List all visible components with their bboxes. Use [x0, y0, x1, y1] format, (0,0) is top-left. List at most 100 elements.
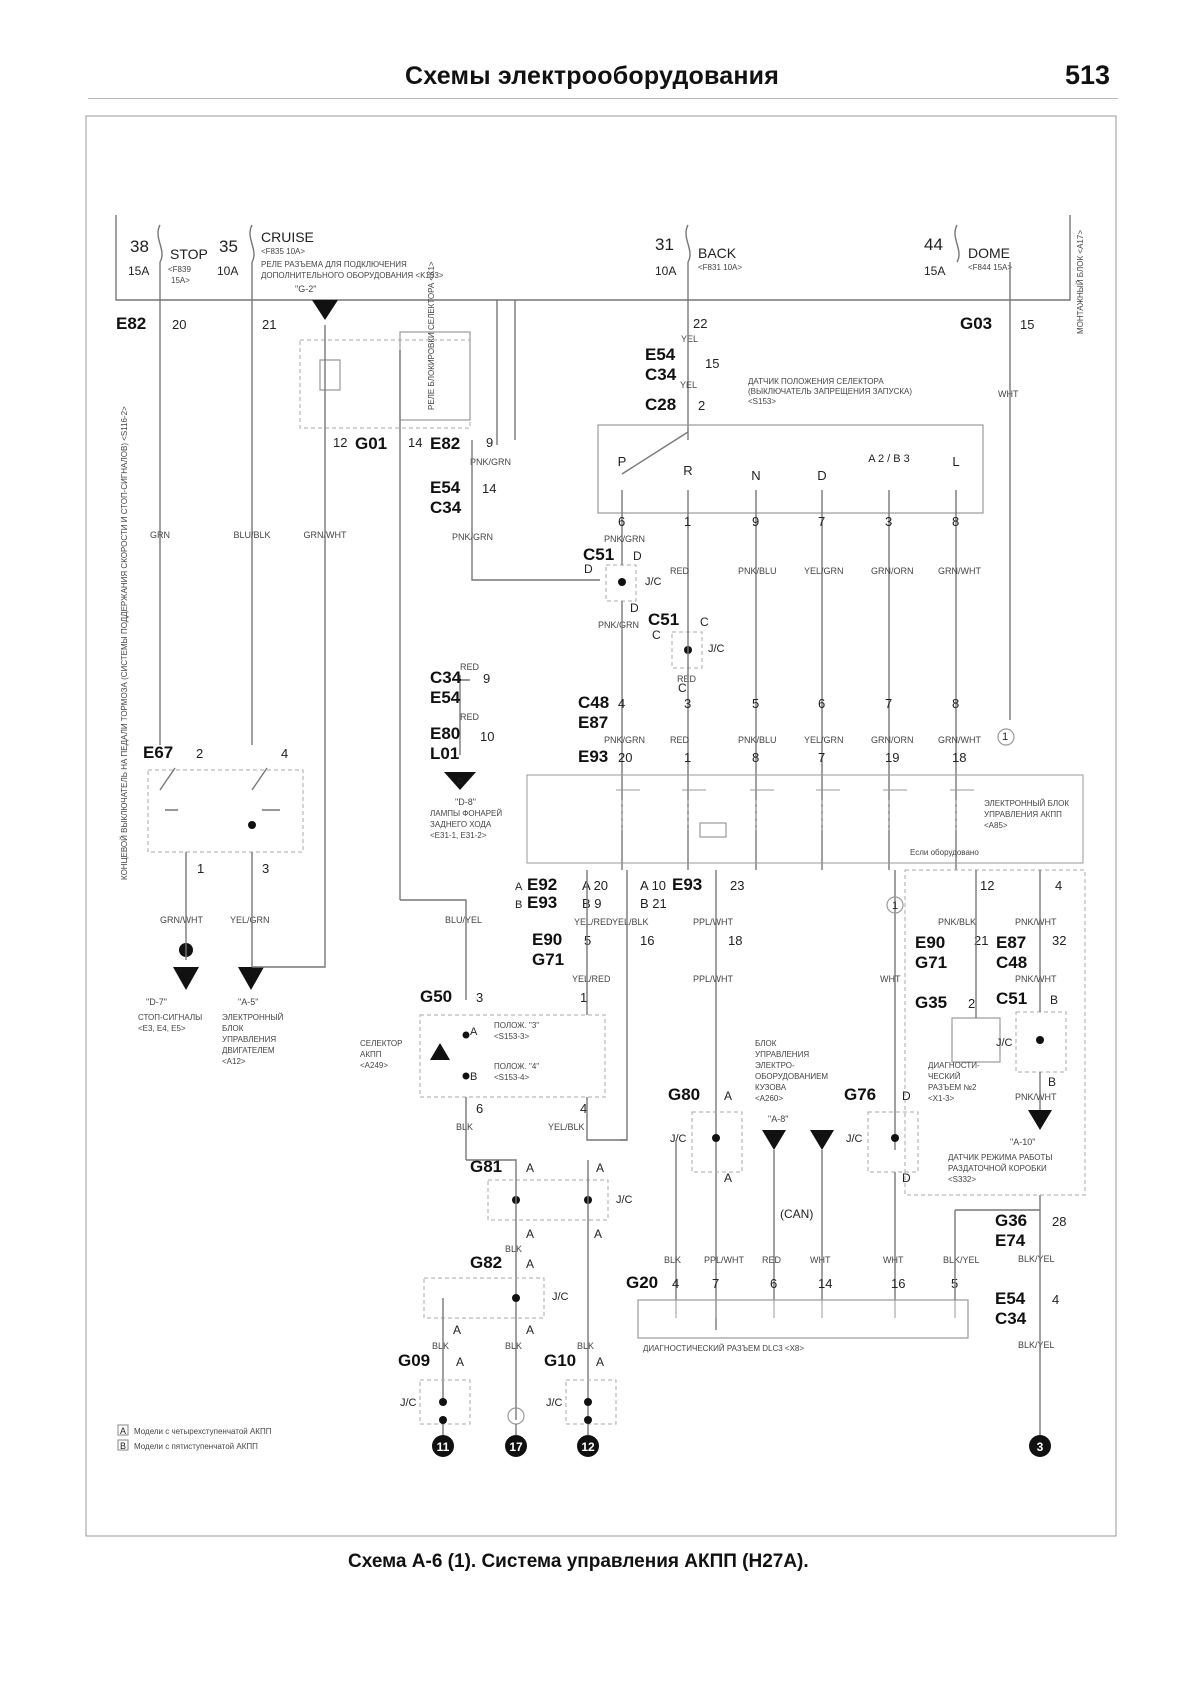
svg-text:E90: E90 — [915, 933, 945, 952]
svg-text:C34: C34 — [995, 1309, 1027, 1328]
e93-pin: 19 — [885, 750, 899, 765]
fuse-ref: <F839 — [168, 265, 191, 274]
e87-wire-color: GRN/WHT — [938, 735, 981, 745]
relay-connector-label-2: ДОПОЛНИТЕЛЬНОГО ОБОРУДОВАНИЯ <K133> — [261, 271, 444, 280]
gear-d: D — [817, 468, 826, 483]
svg-text:YEL/BLK: YEL/BLK — [548, 1122, 585, 1132]
diag2-label-2: ЧЕСКИЙ — [928, 1072, 961, 1081]
svg-text:15: 15 — [705, 356, 719, 371]
svg-text:BLK: BLK — [432, 1341, 449, 1351]
svg-text:A: A — [526, 1227, 534, 1241]
svg-text:BLK: BLK — [505, 1341, 522, 1351]
svg-text:RED: RED — [460, 712, 480, 722]
gear-pin-top: 7 — [818, 514, 825, 529]
gear-a2-b3: A 2 / B 3 — [868, 453, 910, 465]
svg-text:D: D — [457, 777, 463, 786]
svg-text:GRN/WHT: GRN/WHT — [160, 915, 203, 925]
svg-text:D: D — [584, 562, 593, 576]
diag2-label-3: РАЗЪЕМ №2 — [928, 1083, 977, 1092]
svg-text:J/C: J/C — [645, 576, 662, 588]
body-ecu-label-4: ОБОРУДОВАНИЕМ — [755, 1072, 828, 1081]
svg-text:23: 23 — [730, 878, 744, 893]
svg-text:A: A — [526, 1161, 534, 1175]
gear-pin-top: 9 — [752, 514, 759, 529]
gear-wire-color: GRN/ORN — [871, 566, 914, 576]
svg-text:L01: L01 — [430, 744, 459, 763]
e87-wire-color: RED — [670, 735, 690, 745]
fuse-31-back: 31 BACK 10A <F831 10A> — [655, 224, 742, 278]
svg-text:B: B — [515, 899, 522, 911]
svg-text:1: 1 — [197, 861, 204, 876]
svg-text:A: A — [526, 1257, 534, 1271]
svg-text:G82: G82 — [470, 1253, 502, 1272]
gear-pin-top: 8 — [952, 514, 959, 529]
fuse-block-outline — [115, 215, 1071, 301]
svg-text:J/C: J/C — [400, 1397, 417, 1409]
svg-text:18: 18 — [728, 933, 742, 948]
legend-text-a: Модели с четырехступенчатой АКПП — [134, 1427, 272, 1436]
svg-text:YEL/BLK: YEL/BLK — [612, 917, 649, 927]
e87-wire-color: PNK/BLU — [738, 735, 777, 745]
svg-text:E87: E87 — [996, 933, 1026, 952]
svg-text:D: D — [902, 1089, 911, 1103]
e93-pin: 8 — [752, 750, 759, 765]
gear-wire-color: PNK/BLU — [738, 566, 777, 576]
e87-wire-color: GRN/ORN — [871, 735, 914, 745]
svg-text:B: B — [120, 1441, 126, 1451]
svg-text:A 10: A 10 — [640, 878, 666, 893]
fuse-ref: <F831 10A> — [698, 263, 742, 272]
svg-text:B: B — [1048, 1075, 1056, 1089]
fuse-number: 35 — [219, 237, 238, 256]
gear-wire-color: YEL/GRN — [804, 566, 844, 576]
ecu-label-2: УПРАВЛЕНИЯ АКПП — [984, 810, 1062, 819]
selector-akpp-box — [419, 1014, 606, 1098]
svg-text:RED: RED — [460, 662, 480, 672]
svg-text:A: A — [594, 1227, 602, 1241]
c48-pin: 7 — [885, 696, 892, 711]
reverse-lamps-label: ЛАМПЫ ФОНАРЕЙ — [430, 809, 502, 818]
svg-text:C: C — [652, 628, 661, 642]
selector-akpp-label-2: АКПП — [360, 1050, 382, 1059]
svg-text:9: 9 — [486, 435, 493, 450]
svg-text:J/C: J/C — [546, 1397, 563, 1409]
e93-pin: 1 — [684, 750, 691, 765]
svg-text:YEL/GRN: YEL/GRN — [230, 915, 270, 925]
svg-text:BLU/YEL: BLU/YEL — [445, 915, 482, 925]
svg-text:4: 4 — [1055, 878, 1062, 893]
g20-wire-color: RED — [762, 1255, 782, 1265]
svg-text:D: D — [902, 1171, 911, 1185]
svg-text:PNK/WHT: PNK/WHT — [1015, 974, 1057, 984]
svg-text:A: A — [724, 1089, 732, 1103]
selector-sensor-label-2: (ВЫКЛЮЧАТЕЛЬ ЗАПРЕЩЕНИЯ ЗАПУСКА) — [748, 387, 912, 396]
svg-text:G76: G76 — [844, 1085, 876, 1104]
if-equipped-label: Если оборудовано — [910, 848, 979, 857]
svg-text:RED: RED — [677, 674, 697, 684]
svg-text:C34: C34 — [430, 498, 462, 517]
gear-columns: 6PNK/GRN4PNK/GRN201RED3RED19PNK/BLU5PNK/… — [604, 490, 981, 870]
engine-ecu-label: ЭЛЕКТРОННЫЙ — [222, 1013, 284, 1022]
fuse-38-stop: 38 STOP 15A <F839 15A> — [128, 224, 208, 285]
fuse-name: BACK — [698, 245, 737, 261]
svg-text:D: D — [633, 549, 642, 563]
gear-p: P — [618, 454, 627, 469]
svg-text:14: 14 — [482, 481, 496, 496]
page-header-title: Схемы электрооборудования — [405, 62, 779, 90]
svg-text:A: A — [596, 1355, 604, 1369]
engine-ecu-label-2: БЛОК — [222, 1024, 244, 1033]
svg-text:G20: G20 — [626, 1273, 658, 1292]
svg-text:G35: G35 — [915, 993, 947, 1012]
legend: A Модели с четырехступенчатой АКПП B Мод… — [117, 1424, 272, 1451]
g20-wire-color: PPL/WHT — [704, 1255, 745, 1265]
transfer-label: ДАТЧИК РЕЖИМА РАБОТЫ — [948, 1153, 1053, 1162]
svg-text:C28: C28 — [645, 395, 676, 414]
pos4-label: ПОЛОЖ. "4" — [494, 1062, 539, 1071]
ecu-box — [526, 774, 1084, 864]
g20-wire-color: WHT — [810, 1255, 831, 1265]
svg-text:20: 20 — [172, 317, 186, 332]
svg-text:J/C: J/C — [616, 1194, 633, 1206]
figure-caption: Схема А-6 (1). Система управления АКПП (… — [348, 1551, 809, 1572]
svg-text:YEL/RED: YEL/RED — [574, 917, 613, 927]
svg-text:GRN: GRN — [150, 530, 170, 540]
fuse-ref: <F835 10A> — [261, 247, 305, 256]
svg-text:G01: G01 — [355, 434, 387, 453]
